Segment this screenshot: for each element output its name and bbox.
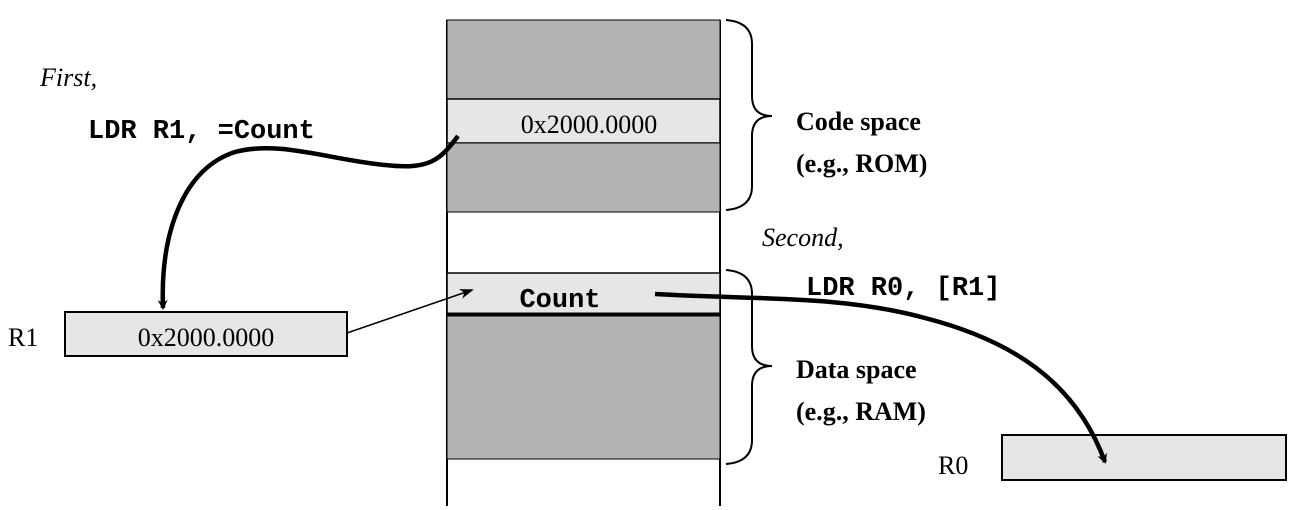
data-space-block [446,315,721,460]
code-cell-value: 0x2000.0000 [521,110,658,139]
register-r0-name: R0 [938,451,968,480]
second-step-label: Second, [762,223,844,252]
load-address-arrow [157,134,460,310]
data-space-label: Data space [796,355,917,384]
first-step-label: First, [39,63,97,92]
code-space-block-bottom [446,142,721,213]
register-r0-box [1001,434,1287,481]
register-r1-box [64,311,348,357]
register-r1: R1 0x2000.0000 [8,311,348,357]
second-instruction: LDR R0, [R1] [806,274,1000,304]
code-space-example: (e.g., ROM) [796,149,927,178]
code-space-block-top [446,19,721,100]
memory-map: 0x2000.0000 Count [446,19,721,506]
data-space-brace [725,269,773,465]
pointer-arrow [346,289,474,334]
load-value-arrow [654,291,1108,464]
code-space-cell [446,98,721,144]
code-space-label: Code space [796,107,921,136]
register-r1-value: 0x2000.0000 [138,323,275,352]
data-space-example: (e.g., RAM) [796,397,926,426]
code-space-brace [725,19,773,211]
first-instruction: LDR R1, =Count [88,117,315,147]
register-r1-name: R1 [8,323,38,352]
register-r0: R0 [938,434,1287,481]
data-cell-value: Count [519,286,600,316]
